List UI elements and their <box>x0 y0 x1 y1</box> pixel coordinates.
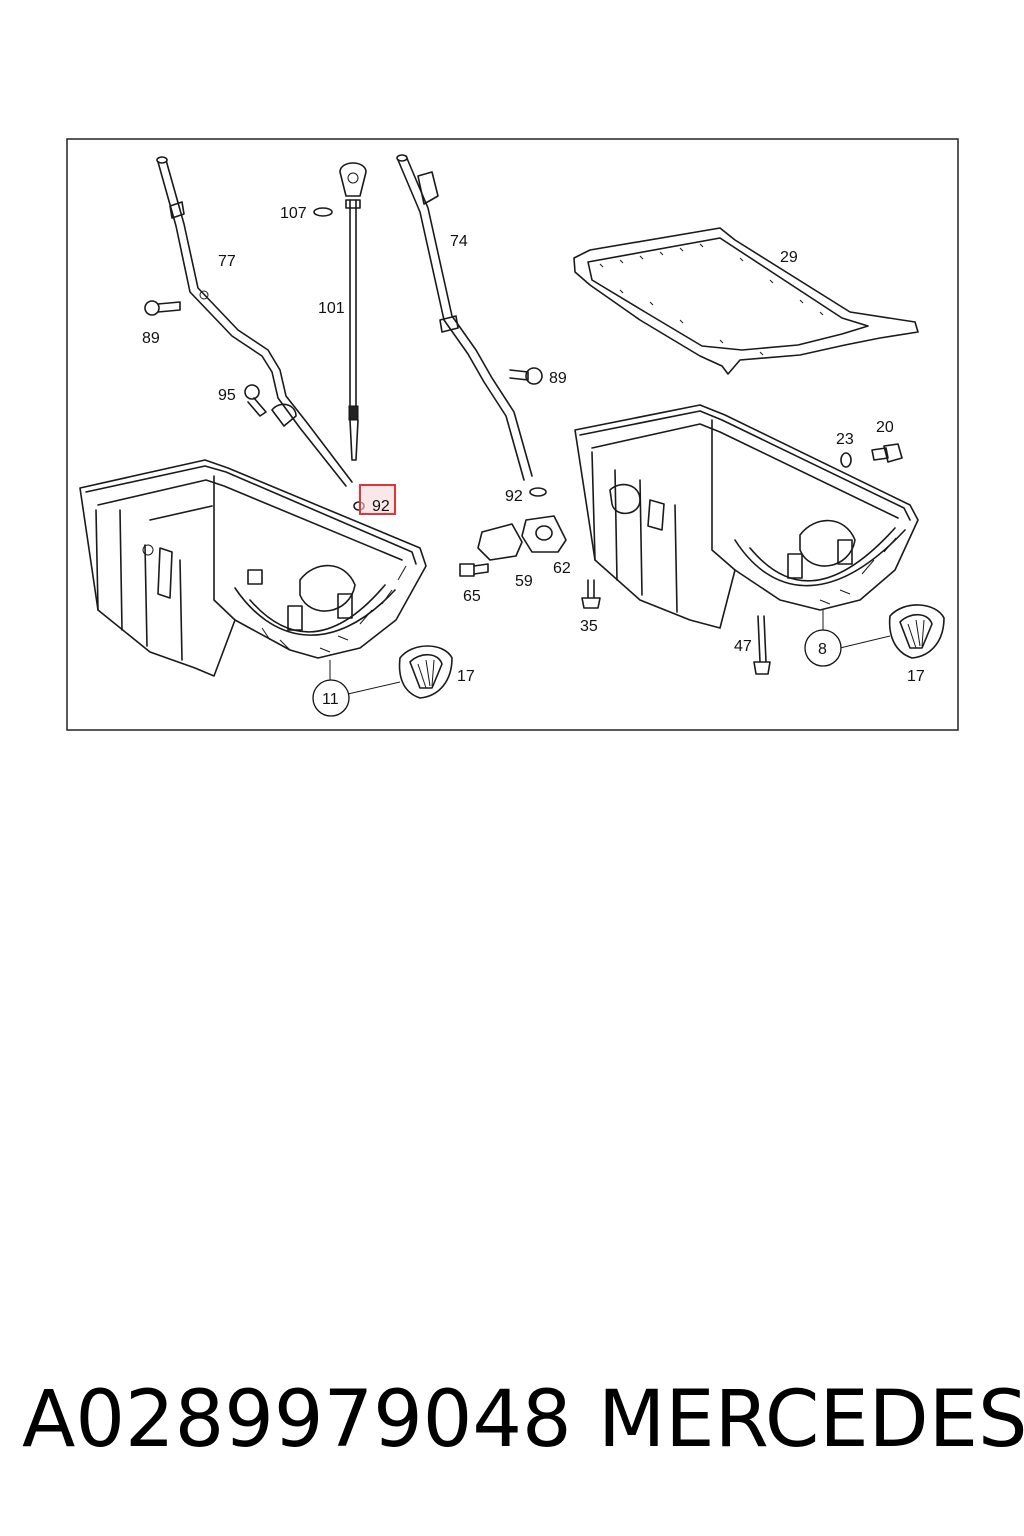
cover-59 <box>477 523 523 561</box>
drain-plug-20 <box>871 443 903 463</box>
brand-name: MERCEDES <box>598 1375 1024 1465</box>
part-number: A0289979048 <box>22 1375 572 1465</box>
callout-35: 35 <box>580 618 598 635</box>
callout-17-left: 17 <box>457 668 475 685</box>
callout-20: 20 <box>876 419 894 436</box>
callout-29: 29 <box>780 249 798 266</box>
o-ring-92-right <box>529 487 547 497</box>
callout-17-right: 17 <box>907 668 925 685</box>
leader-8 <box>822 610 891 649</box>
oil-pan-right <box>574 404 919 629</box>
callout-59: 59 <box>515 573 533 590</box>
callout-74: 74 <box>450 233 468 250</box>
callout-89-right: 89 <box>549 370 567 387</box>
callout-92: 92 <box>505 488 523 505</box>
leader-11 <box>329 660 401 695</box>
bolt-35 <box>581 579 601 609</box>
oil-pan-left <box>79 459 427 677</box>
bolt-47 <box>753 615 771 675</box>
guide-tube-77 <box>156 156 353 487</box>
callout-77: 77 <box>218 253 236 270</box>
callout-circle-11 <box>312 679 350 717</box>
highlight-box <box>359 484 396 515</box>
callout-47: 47 <box>734 638 752 655</box>
bolt-95 <box>244 384 267 417</box>
callout-23: 23 <box>836 431 854 448</box>
callout-101: 101 <box>318 300 345 317</box>
mount-17-left <box>398 645 453 699</box>
callout-8: 8 <box>818 641 827 658</box>
washer-23 <box>840 452 852 468</box>
bolt-65 <box>459 563 489 577</box>
callout-65: 65 <box>463 588 481 605</box>
o-ring-107 <box>313 207 333 217</box>
parts-diagram: 107 77 74 29 101 89 89 95 92 92 23 20 59… <box>66 138 959 731</box>
gasket-62 <box>521 515 567 553</box>
bolt-89-left <box>144 300 181 316</box>
footer: A0289979048 MERCEDES <box>0 1365 1024 1475</box>
mount-17-right <box>888 604 945 659</box>
callout-circle-8 <box>804 629 842 667</box>
callout-62: 62 <box>553 560 571 577</box>
callout-11: 11 <box>322 691 339 708</box>
callout-107: 107 <box>280 205 307 222</box>
callout-89-left: 89 <box>142 330 160 347</box>
gasket-29 <box>573 227 919 375</box>
guide-tube-74 <box>396 154 533 481</box>
dipstick-101 <box>339 162 367 461</box>
callout-95: 95 <box>218 387 236 404</box>
callout-92-highlighted: 92 <box>372 498 390 515</box>
bolt-89-right <box>509 367 543 385</box>
